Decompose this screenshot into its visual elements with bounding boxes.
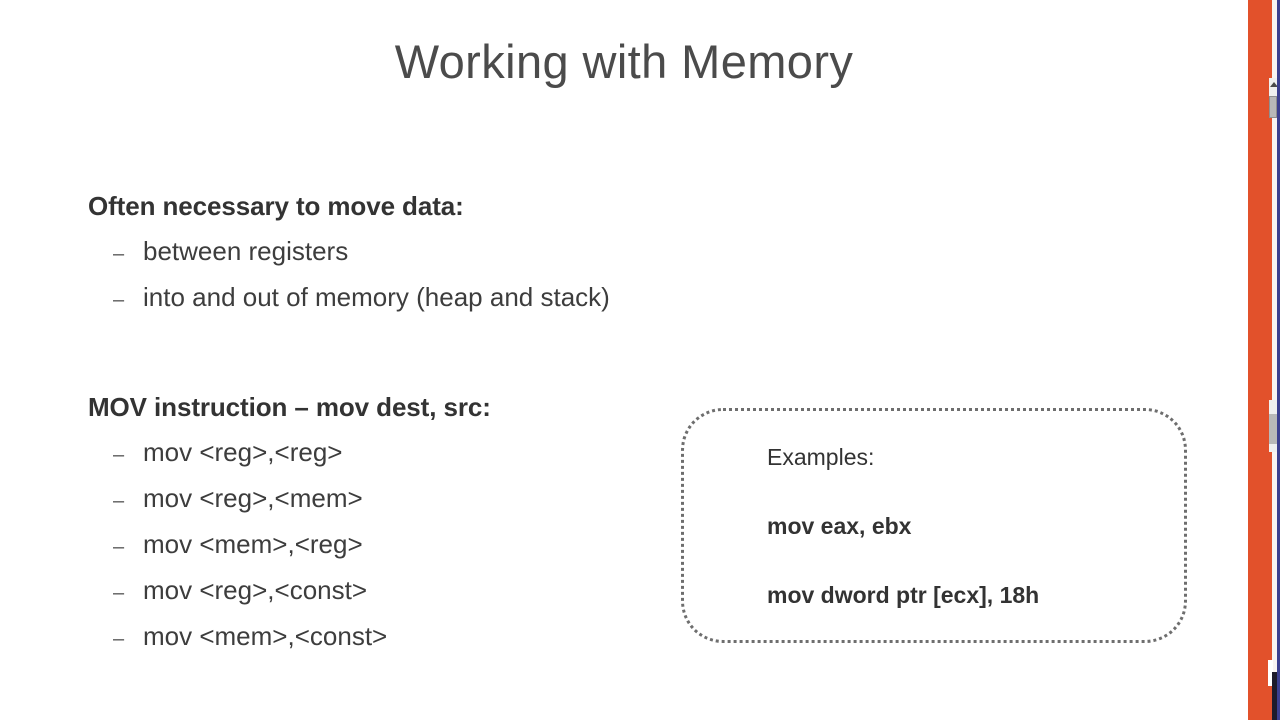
corner-block [1272, 672, 1280, 720]
list-item: – mov <reg>,<const> [88, 567, 908, 613]
list-item: – between registers [88, 228, 908, 274]
dash-bullet-icon: – [113, 490, 125, 512]
list-item: – mov <reg>,<mem> [88, 475, 908, 521]
scrollbar-thumb-lower[interactable] [1269, 414, 1277, 444]
content-section-mov-instruction: MOV instruction – mov dest, src: – mov <… [88, 392, 908, 659]
bullet-list: – mov <reg>,<reg> – mov <reg>,<mem> – mo… [88, 429, 908, 659]
callout-code-line: mov eax, ebx [767, 513, 912, 539]
edge-gap [1272, 0, 1277, 720]
list-item-label: mov <reg>,<const> [143, 575, 368, 605]
bullet-list: – between registers – into and out of me… [88, 228, 908, 320]
callout-content: Examples: mov eax, ebx mov dword ptr [ec… [767, 444, 1039, 609]
dash-bullet-icon: – [113, 582, 125, 604]
list-item: – into and out of memory (heap and stack… [88, 274, 908, 320]
page-title: Working with Memory [394, 35, 854, 88]
list-item-label: into and out of memory (heap and stack) [143, 282, 610, 312]
callout-label: Examples: [767, 444, 875, 470]
section-heading: MOV instruction – mov dest, src: [88, 392, 491, 422]
corner-notch [1268, 660, 1273, 686]
dash-bullet-icon: – [113, 289, 125, 311]
accent-bar [1248, 0, 1272, 720]
window-edge-rule [1277, 0, 1280, 720]
list-item-label: mov <mem>,<reg> [143, 529, 363, 559]
list-item: – mov <mem>,<const> [88, 613, 908, 659]
callout-code-line: mov dword ptr [ecx], 18h [767, 582, 1040, 608]
dash-bullet-icon: – [113, 243, 125, 265]
content-section-move-data: Often necessary to move data: – between … [88, 191, 908, 320]
scrollbar-thumb-upper[interactable] [1269, 96, 1277, 118]
list-item: – mov <mem>,<reg> [88, 521, 908, 567]
dash-bullet-icon: – [113, 628, 125, 650]
scroll-up-arrow-icon[interactable] [1270, 82, 1278, 87]
examples-callout-box: Examples: mov eax, ebx mov dword ptr [ec… [681, 408, 1187, 643]
list-item-label: mov <mem>,<const> [143, 621, 388, 651]
list-item: – mov <reg>,<reg> [88, 429, 908, 475]
dash-bullet-icon: – [113, 536, 125, 558]
section-heading: Often necessary to move data: [88, 191, 464, 221]
list-item-label: mov <reg>,<reg> [143, 437, 343, 467]
list-item-label: mov <reg>,<mem> [143, 483, 363, 513]
list-item-label: between registers [143, 236, 349, 266]
dash-bullet-icon: – [113, 444, 125, 466]
